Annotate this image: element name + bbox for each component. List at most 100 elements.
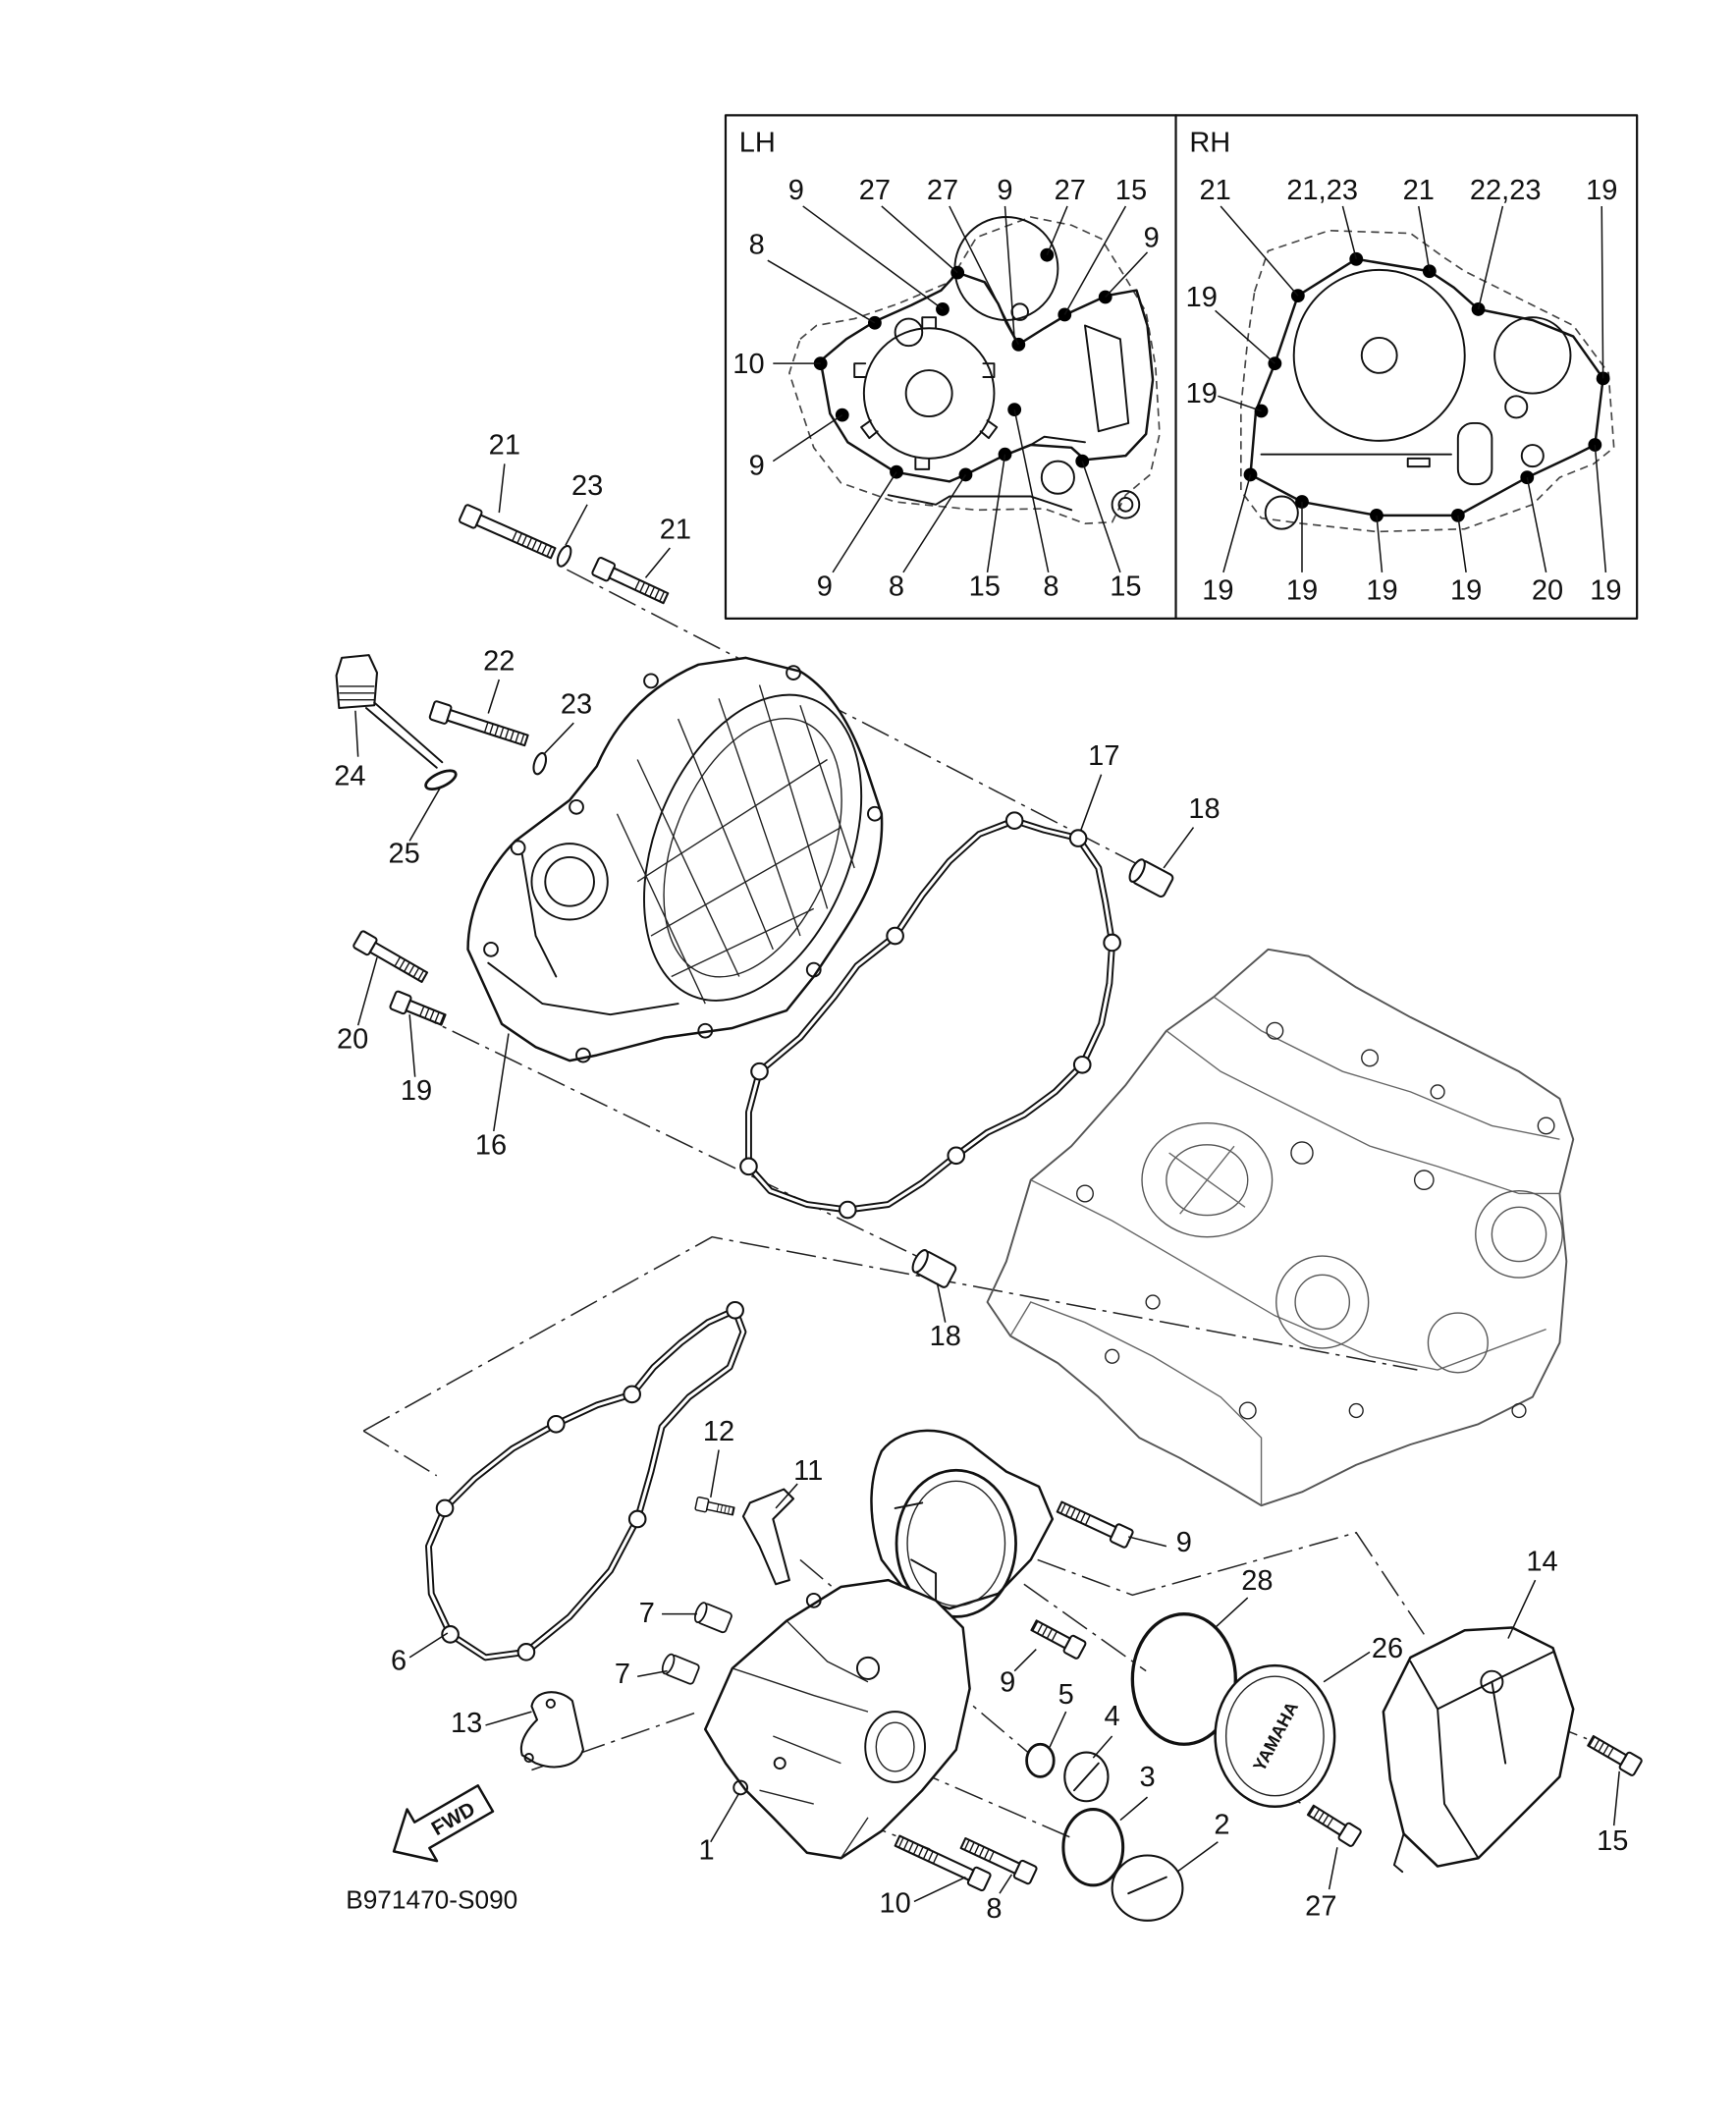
bolt-19	[388, 989, 449, 1030]
callout-8: 8	[1043, 571, 1058, 602]
callout-21: 21	[489, 430, 520, 462]
callout-10: 10	[879, 1888, 910, 1920]
bolt-27	[1304, 1801, 1363, 1848]
callout-19: 19	[1286, 575, 1318, 607]
callout-19: 19	[1186, 282, 1218, 313]
callout-19: 19	[1366, 575, 1397, 607]
callout-27: 27	[859, 175, 891, 206]
gasket-17	[739, 811, 1121, 1220]
callout-9: 9	[817, 571, 833, 602]
callout-9: 9	[788, 175, 804, 206]
bolt-21	[458, 503, 559, 564]
inset-panel: LH RH	[724, 114, 1639, 620]
bolt-10	[892, 1830, 993, 1893]
callout-4: 4	[1105, 1701, 1120, 1732]
callout-22-23: 22,23	[1470, 175, 1542, 206]
callout-10: 10	[732, 349, 764, 380]
callout-21: 21	[660, 514, 691, 545]
callout-19: 19	[1590, 575, 1621, 607]
washer-23	[556, 544, 572, 568]
callout-1: 1	[699, 1835, 715, 1867]
callout-15: 15	[1597, 1825, 1628, 1857]
callout-23: 23	[571, 470, 603, 502]
callout-5: 5	[1058, 1679, 1074, 1711]
callout-27: 27	[1055, 175, 1086, 206]
callout-19: 19	[1586, 175, 1617, 206]
callout-16: 16	[475, 1129, 507, 1161]
callout-9: 9	[749, 450, 765, 481]
gasket-6	[428, 1300, 742, 1661]
callout-20: 20	[337, 1024, 368, 1056]
forward-arrow: FWD	[392, 1784, 495, 1863]
callout-8: 8	[749, 229, 765, 260]
callout-26: 26	[1372, 1633, 1403, 1664]
inset-lh-leaders	[767, 205, 1149, 573]
callout-19: 19	[1202, 575, 1233, 607]
dowel-pin-7	[691, 1600, 733, 1635]
callout-21: 21	[1199, 175, 1230, 206]
clamp-13	[519, 1691, 584, 1769]
callout-21: 21	[1403, 175, 1435, 206]
callout-27: 27	[1305, 1890, 1336, 1922]
callout-27: 27	[927, 175, 958, 206]
callout-8: 8	[986, 1893, 1002, 1925]
callout-18: 18	[1188, 793, 1220, 825]
bolt-22	[428, 699, 530, 751]
callout-18: 18	[930, 1321, 961, 1352]
callout-9: 9	[1176, 1527, 1192, 1558]
callout-14: 14	[1526, 1546, 1557, 1577]
callout-9: 9	[1144, 222, 1160, 253]
figure-code: B971470-S090	[346, 1884, 517, 1914]
callout-7: 7	[615, 1659, 630, 1690]
callout-25: 25	[388, 838, 419, 869]
bolt-20	[352, 929, 431, 987]
dowel-pin-7	[659, 1652, 701, 1686]
callout-19: 19	[401, 1075, 432, 1107]
callout-15: 15	[1115, 175, 1147, 206]
crankcase-cover-1	[704, 1429, 1055, 1860]
bracket-11	[741, 1488, 795, 1586]
callout-9: 9	[997, 175, 1012, 206]
inset-rh-bolt-points	[1243, 251, 1610, 522]
crankcase	[986, 948, 1575, 1507]
inset-rh-crankcase	[1240, 229, 1615, 533]
callout-21-23: 21,23	[1286, 175, 1358, 206]
cover-26: YAMAHA	[1214, 1663, 1336, 1809]
plug-4	[1063, 1751, 1110, 1803]
callout-13: 13	[451, 1708, 482, 1739]
inset-lh-callouts: 9 27 27 9 27 15 9 8 10 9 9 8 15 8 15	[732, 175, 1159, 602]
callout-2: 2	[1214, 1809, 1229, 1840]
o-ring-28	[1130, 1612, 1237, 1746]
o-ring-25	[424, 769, 458, 790]
crankcase-cover-16	[466, 656, 884, 1063]
oil-filler-cap-24	[335, 654, 444, 769]
bolt-12	[694, 1496, 736, 1519]
callout-3: 3	[1139, 1762, 1155, 1793]
callout-9: 9	[1000, 1666, 1015, 1698]
inset-rh-callouts: 21 21,23 21 22,23 19 19 19 19 19 19 19 2…	[1186, 175, 1622, 606]
cap-2	[1111, 1854, 1184, 1922]
callout-leaders	[354, 463, 1620, 1903]
callout-23: 23	[561, 689, 592, 721]
inset-lh-heading: LH	[739, 128, 776, 159]
callout-6: 6	[391, 1645, 407, 1676]
dowel-pin-18	[908, 1246, 958, 1290]
callout-11: 11	[793, 1455, 823, 1487]
bolt-9	[1054, 1497, 1135, 1550]
callout-17: 17	[1088, 740, 1119, 772]
sprocket-cover-14	[1382, 1626, 1575, 1874]
callout-15: 15	[969, 571, 1001, 602]
callout-19: 19	[1450, 575, 1482, 607]
callouts: 21 23 21 22 23 24 25 17 18 20 19 16 18 1…	[334, 430, 1628, 1925]
callout-22: 22	[483, 645, 515, 677]
bolt-15	[1585, 1731, 1644, 1777]
callout-8: 8	[889, 571, 904, 602]
inset-lh-crankcase	[788, 216, 1161, 524]
callout-12: 12	[703, 1416, 734, 1447]
callout-15: 15	[1110, 571, 1141, 602]
assembly-lines	[362, 569, 1588, 1853]
bolt-21	[590, 556, 672, 608]
inset-rh-heading: RH	[1189, 128, 1230, 159]
callout-24: 24	[334, 761, 365, 792]
